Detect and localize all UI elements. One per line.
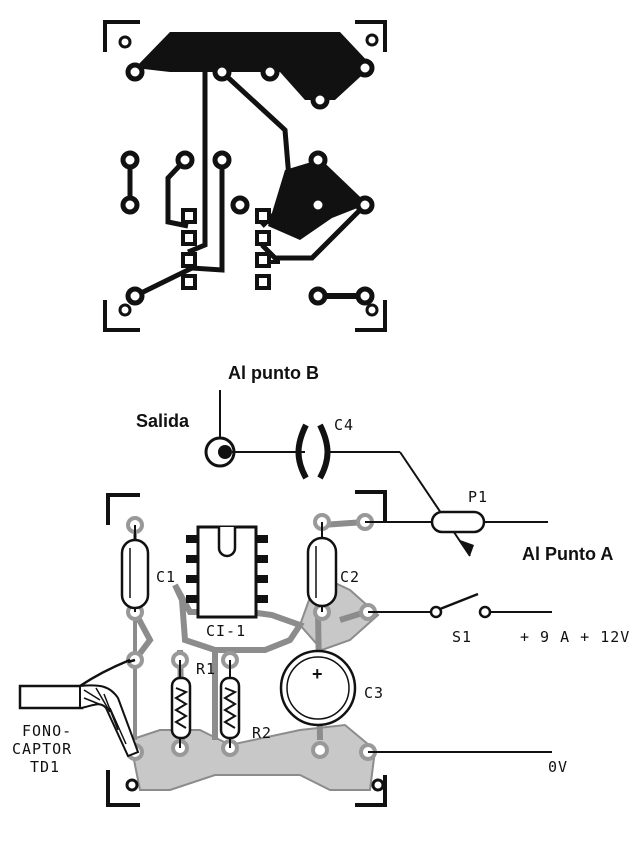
capacitor-c4 xyxy=(295,423,400,480)
switch-s1 xyxy=(368,592,552,619)
label-al-punto-b: Al punto B xyxy=(228,363,319,383)
label-fono: FONO- xyxy=(22,722,73,740)
label-c3: C3 xyxy=(364,684,385,702)
label-ci1: CI-1 xyxy=(206,622,247,640)
resistor-r1 xyxy=(170,660,192,748)
copper-ground-plane xyxy=(128,723,377,791)
corner-bracket xyxy=(103,300,140,332)
label-al-punto-a: Al Punto A xyxy=(522,544,614,564)
label-c2: C2 xyxy=(340,568,361,586)
label-salida: Salida xyxy=(136,411,190,431)
fonocaptor-cable xyxy=(18,658,140,758)
label-captor: CAPTOR xyxy=(12,740,73,758)
label-0v: 0V xyxy=(548,758,569,776)
label-r2: R2 xyxy=(252,724,273,742)
label-td1: TD1 xyxy=(30,758,61,776)
label-supply: + 9 A + 12V xyxy=(520,628,631,646)
svg-text:+: + xyxy=(312,664,323,684)
component-placement-view: + xyxy=(18,390,552,807)
label-c4: C4 xyxy=(334,416,355,434)
corner-bracket xyxy=(103,20,140,52)
label-s1: S1 xyxy=(452,628,473,646)
corner-bracket xyxy=(355,20,387,52)
label-p1: P1 xyxy=(468,488,489,506)
capacitor-c1 xyxy=(120,525,150,612)
salida-jack xyxy=(204,390,305,468)
label-r1: R1 xyxy=(196,660,217,678)
potentiometer-p1 xyxy=(365,510,548,534)
copper-area xyxy=(135,32,372,100)
corner-bracket xyxy=(355,300,387,332)
wiper-arrow xyxy=(399,451,474,557)
pcb-copper-view xyxy=(103,20,387,332)
ic-ci1 xyxy=(186,525,268,619)
capacitor-c3: + xyxy=(279,649,357,727)
label-c1: C1 xyxy=(156,568,177,586)
capacitor-c2 xyxy=(306,522,338,612)
resistor-r2 xyxy=(219,660,241,748)
